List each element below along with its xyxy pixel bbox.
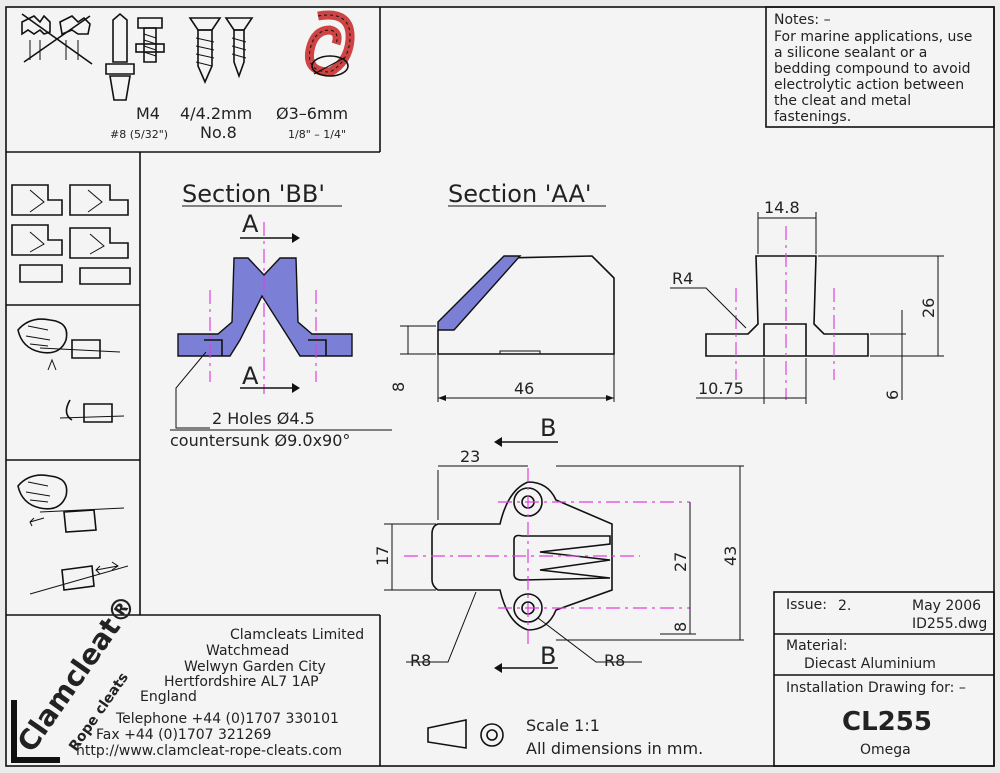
cut-b-top-label: B [540,414,556,442]
no-fastener-icon [21,13,93,65]
dim-height-26: 26 [919,298,938,318]
dim-hole-8: 8 [671,622,690,632]
part-name: Omega [860,742,911,758]
company-address-1: Watchmead [206,643,289,659]
issue-value: 2. [838,598,851,614]
section-aa-view: Section 'AA' 46 8 [389,180,615,402]
plan-view: B B 23 17 27 8 43 R8 R8 [373,414,744,673]
dim-overall-43: 43 [721,546,740,566]
cut-b-bottom-label: B [540,642,556,670]
hand-release-illustration [17,474,129,595]
company-country: England [140,689,197,705]
rope-icon [304,10,355,77]
notes-heading: Notes: – [774,12,831,28]
notes-line-1: For marine applications, use [774,29,972,45]
dim-base-6: 6 [883,390,902,400]
company-url[interactable]: http://www.clamcleat-rope-cleats.com [76,743,342,759]
notes-line-4: electrolytic action between [774,77,964,93]
scale-label: Scale 1:1 [526,716,600,735]
drawing-border [5,6,995,767]
company-address-3: Hertfordshire AL7 1AP [164,674,319,690]
screw-size-label: 4/4.2mm [180,104,252,123]
rivet-size-imperial: #8 (5/32") [110,128,168,141]
company-name: Clamcleats Limited [230,627,364,643]
cut-a-bottom-label: A [242,362,259,390]
issue-label: Issue: [786,597,827,613]
screw-number-label: No.8 [200,123,237,142]
notes-line-2: a silicone sealant or a [774,45,927,61]
title-block: Issue: 2. May 2006 ID255.dwg Material: D… [786,597,987,758]
company-fax: Fax +44 (0)1707 321269 [96,727,271,743]
notes-line-6: fastenings. [774,109,851,125]
section-bb-view: Section 'BB' A A 2 Holes Ø4.5 countersun… [170,180,392,450]
projection-symbol-icon [427,719,467,749]
units-label: All dimensions in mm. [526,739,703,758]
rope-size-label: Ø3–6mm [276,104,348,123]
dim-offset-23: 23 [460,447,480,466]
issue-date: May 2006 [912,598,981,614]
bolt-icon [135,17,165,63]
scale-note: Scale 1:1 All dimensions in mm. [427,716,703,758]
dim-slot-17: 17 [373,546,392,566]
dim-holes-27: 27 [671,552,690,572]
section-aa-title: Section 'AA' [448,180,592,208]
drawing-file: ID255.dwg [912,616,987,632]
dim-r8-left: R8 [410,651,431,670]
drawing-for-label: Installation Drawing for: – [786,680,966,696]
cleat-stacking-illustration [11,184,131,285]
notes-line-5: the cleat and metal [774,93,911,109]
company-phone: Telephone +44 (0)1707 330101 [115,711,339,727]
rope-size-imperial: 1/8" – 1/4" [288,128,346,141]
cut-a-top-label: A [242,210,259,238]
dim-r8-right: R8 [604,651,625,670]
rivet-size-label: M4 [136,104,160,123]
countersunk-screw-icon [224,17,254,79]
dim-radius-r4: R4 [672,269,693,288]
wood-screw-icon [188,17,222,84]
part-number: CL255 [842,707,932,737]
notes-panel: Notes: – For marine applications, use a … [774,12,972,125]
dim-height-8: 8 [389,382,408,392]
notes-line-3: bedding compound to avoid [774,61,971,77]
dim-length-46: 46 [514,379,534,398]
fastener-panel: M4 #8 (5/32") 4/4.2mm No.8 Ø3–6mm 1/8" –… [21,10,355,142]
holes-spec-line-1: 2 Holes Ø4.5 [212,409,315,428]
dim-base-width: 10.75 [698,379,744,398]
company-address-2: Welwyn Garden City [184,659,326,675]
rivet-icon [105,12,135,101]
dim-top-width: 14.8 [764,198,800,217]
material-value: Diecast Aluminium [804,656,936,672]
material-label: Material: [786,638,848,654]
end-view: 14.8 R4 26 6 10.75 [670,198,944,404]
holes-spec-line-2: countersunk Ø9.0x90° [170,431,350,450]
section-bb-title: Section 'BB' [182,180,325,208]
hand-pull-illustration [17,318,125,423]
